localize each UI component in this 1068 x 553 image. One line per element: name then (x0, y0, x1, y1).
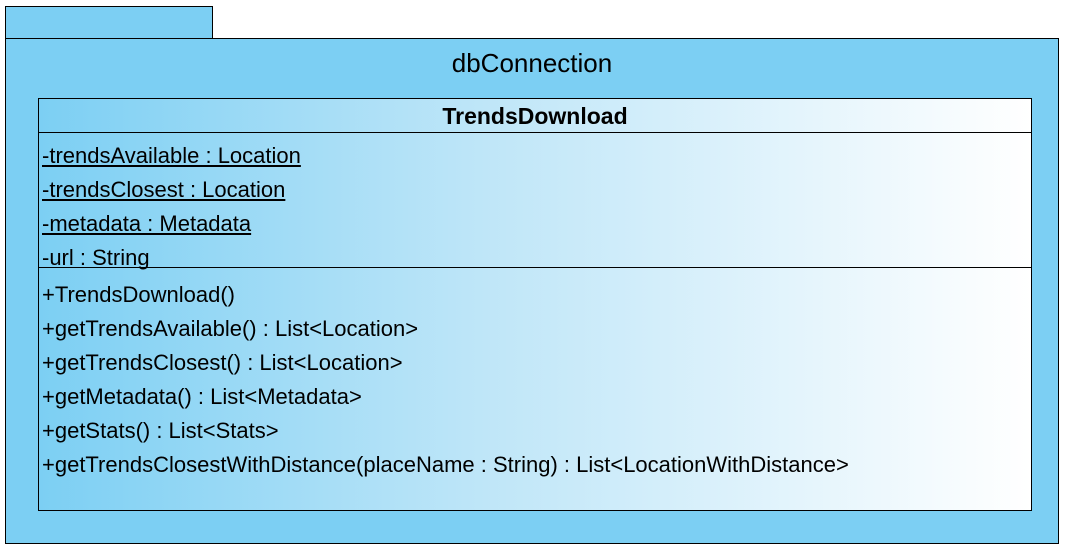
package-name: dbConnection (451, 48, 613, 78)
operation-constructor: +TrendsDownload() (42, 282, 235, 307)
operation-get-trends-closest: +getTrendsClosest() : List<Location> (42, 350, 403, 375)
attribute-url: -url : String (42, 245, 150, 270)
attributes-compartment: -trendsAvailable : Location -trendsClose… (39, 133, 1031, 270)
class-name: TrendsDownload (39, 99, 1031, 133)
operation-get-trends-available: +getTrendsAvailable() : List<Location> (42, 316, 419, 341)
operations-compartment: +TrendsDownload() +getTrendsAvailable() … (39, 268, 1031, 482)
attribute-trends-closest: -trendsClosest : Location (42, 177, 286, 202)
attribute-trends-available: -trendsAvailable : Location (42, 143, 301, 168)
operation-get-stats: +getStats() : List<Stats> (42, 418, 279, 443)
package-tab (5, 6, 213, 39)
class-trendsdownload: TrendsDownload -trendsAvailable : Locati… (38, 98, 1032, 511)
operation-get-trends-closest-with-distance: +getTrendsClosestWithDistance(placeName … (42, 452, 849, 477)
package-dbconnection: dbConnection TrendsDownload -trendsAvail… (5, 38, 1059, 544)
operation-get-metadata: +getMetadata() : List<Metadata> (42, 384, 362, 409)
attribute-metadata: -metadata : Metadata (42, 211, 252, 236)
